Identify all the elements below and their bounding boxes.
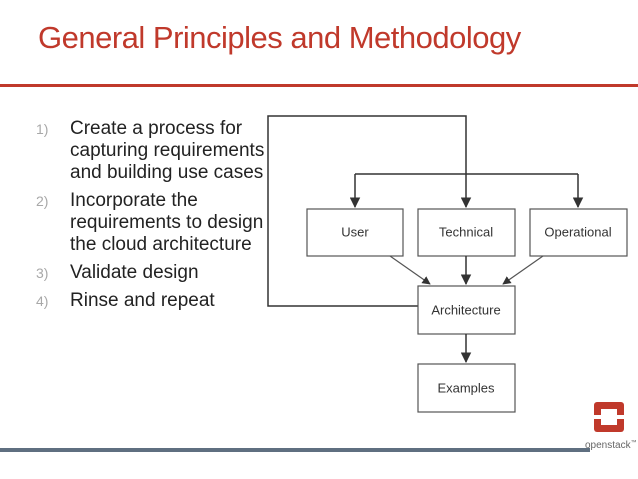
step-number: 3) xyxy=(36,265,49,281)
arrow-user-to-architecture xyxy=(389,255,431,285)
operational-label: Operational xyxy=(544,224,611,239)
operational-box xyxy=(529,208,628,257)
slide-title: General Principles and Methodology xyxy=(38,20,521,55)
architecture-label: Architecture xyxy=(431,302,500,317)
technical-box xyxy=(417,208,516,257)
list-item: 2) Incorporate the requirements to desig… xyxy=(36,190,266,256)
step-text: Create a process for capturing requireme… xyxy=(70,118,265,183)
step-number: 1) xyxy=(36,121,49,137)
list-item: 1) Create a process for capturing requir… xyxy=(36,118,266,184)
list-item: 3) Validate design xyxy=(36,262,266,284)
arrow-operational-to-architecture xyxy=(502,255,544,285)
openstack-logo-text: openstack™ xyxy=(585,440,637,451)
examples-label: Examples xyxy=(437,380,495,395)
examples-box xyxy=(417,363,516,413)
openstack-logo-icon xyxy=(594,402,624,432)
step-text: Rinse and repeat xyxy=(70,290,215,311)
step-text: Validate design xyxy=(70,262,199,283)
step-text: Incorporate the requirements to design t… xyxy=(70,190,264,255)
technical-label: Technical xyxy=(439,224,493,239)
footer-divider xyxy=(0,448,590,452)
logo-trademark: ™ xyxy=(630,440,637,446)
logo-wordmark: openstack xyxy=(585,440,631,451)
title-divider xyxy=(0,84,638,87)
step-number: 4) xyxy=(36,293,49,309)
list-item: 4) Rinse and repeat xyxy=(36,290,266,312)
user-label: User xyxy=(341,224,369,239)
feedback-loop-line xyxy=(267,115,472,307)
steps-list: 1) Create a process for capturing requir… xyxy=(36,118,266,318)
step-number: 2) xyxy=(36,193,49,209)
user-box xyxy=(306,208,404,257)
